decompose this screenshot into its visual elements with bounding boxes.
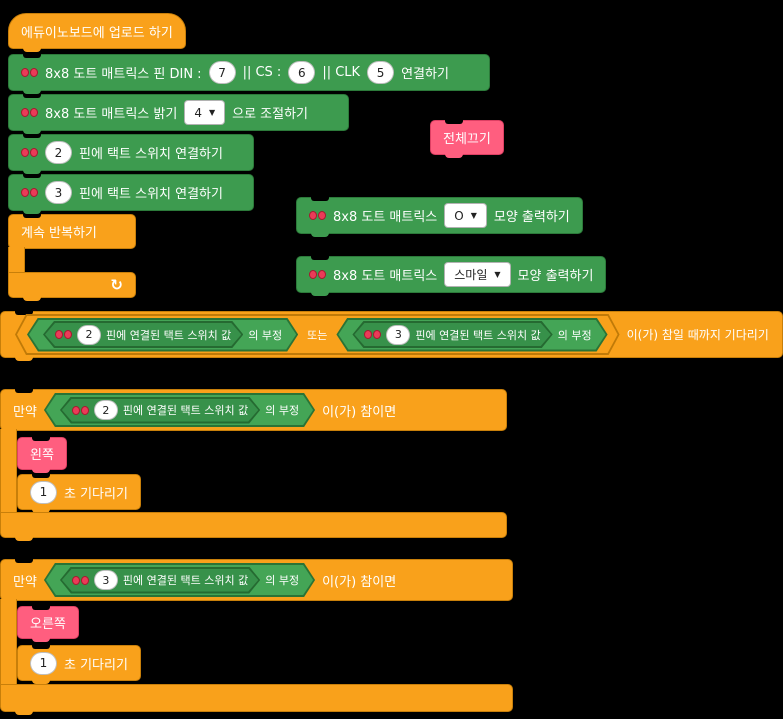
wait-seconds-block[interactable]: 1 초 기다리기 [17,645,141,684]
switch-pin-input[interactable]: 3 [45,181,72,204]
not-block[interactable]: 3 핀에 연결된 택트 스위치 값 의 부정 [336,318,607,352]
matrix-pin-label-4: 연결하기 [401,67,449,82]
if-block-2-footer[interactable] [0,684,513,715]
direction-block-right[interactable]: 오른쪽 [17,606,79,642]
matrix-extension-icon [21,108,38,117]
upload-hat-block[interactable]: 에듀이노보드에 업로드 하기 [8,13,186,52]
wait-seconds-label: 초 기다리기 [64,486,128,502]
switch-extension-icon [21,188,38,197]
if-label: 만약 [13,574,37,590]
switch-connect-label: 핀에 택트 스위치 연결하기 [79,147,223,162]
shape-label-2: 모양 출력하기 [517,269,594,284]
pin-input[interactable]: 3 [386,325,410,345]
not-block[interactable]: 2 핀에 연결된 택트 스위치 값 의 부정 [27,318,298,352]
matrix-brightness-block[interactable]: 8x8 도트 매트릭스 밝기 4 ▼ 으로 조절하기 [8,94,349,134]
pin-input[interactable]: 2 [94,400,118,420]
wait-until-label: 이(가) 참일 때까지 기다리기 [626,328,769,342]
if-block-1-spine [0,429,17,515]
upload-hat-label: 에듀이노보드에 업로드 하기 [21,25,173,41]
direction-label: 왼쪽 [30,448,54,463]
shape-value: 스마일 [454,268,488,282]
switch-value-block[interactable]: 3 핀에 연결된 택트 스위치 값 [352,321,552,348]
not-label: 의 부정 [248,328,283,342]
forever-loop-spine [8,247,25,274]
direction-block-left[interactable]: 왼쪽 [17,437,67,473]
switch-extension-icon [72,406,89,415]
matrix-shape-block-smile[interactable]: 8x8 도트 매트릭스 스마일 ▼ 모양 출력하기 [296,256,607,296]
switch-extension-icon [55,330,72,339]
dropdown-arrow-icon: ▼ [494,269,501,279]
wait-seconds-block[interactable]: 1 초 기다리기 [17,474,141,513]
shape-value: O [454,208,464,223]
pin-input[interactable]: 3 [94,570,118,590]
matrix-extension-icon [21,68,38,77]
seconds-input[interactable]: 1 [30,651,57,675]
if-block-2-header[interactable]: 만약 3 핀에 연결된 택트 스위치 값 의 부정 이(가) 참이면 [0,559,513,601]
switch-value-label: 핀에 연결된 택트 스위치 값 [415,328,541,342]
if-block-1-header[interactable]: 만약 2 핀에 연결된 택트 스위치 값 의 부정 이(가) 참이면 [0,389,507,431]
all-off-label: 전체끄기 [443,132,491,147]
forever-loop-block[interactable]: 계속 반복하기 [8,214,136,249]
brightness-label-1: 8x8 도트 매트릭스 밝기 [45,107,178,122]
switch-connect-block-2[interactable]: 2 핀에 택트 스위치 연결하기 [8,134,254,174]
clk-pin-input[interactable]: 5 [367,61,395,84]
switch-connect-block-3[interactable]: 3 핀에 택트 스위치 연결하기 [8,174,254,214]
if-label: 만약 [13,404,37,420]
matrix-shape-block-o[interactable]: 8x8 도트 매트릭스 O ▼ 모양 출력하기 [296,197,583,237]
switch-value-block[interactable]: 2 핀에 연결된 택트 스위치 값 [60,397,260,424]
shape-label-2: 모양 출력하기 [493,210,570,225]
if-then-label: 이(가) 참이면 [322,404,397,420]
brightness-value: 4 [194,105,202,120]
shape-label-1: 8x8 도트 매트릭스 [333,269,438,284]
seconds-input[interactable]: 1 [30,480,57,504]
switch-value-block[interactable]: 3 핀에 연결된 택트 스위치 값 [60,567,260,594]
not-label: 의 부정 [557,328,592,342]
matrix-extension-icon [309,270,326,279]
switch-value-block[interactable]: 2 핀에 연결된 택트 스위치 값 [43,321,243,348]
not-block[interactable]: 3 핀에 연결된 택트 스위치 값 의 부정 [44,563,315,597]
not-label: 의 부정 [265,574,300,587]
switch-extension-icon [21,148,38,157]
pin-input[interactable]: 2 [77,325,101,345]
switch-extension-icon [364,330,381,339]
dropdown-arrow-icon: ▼ [470,210,477,220]
switch-value-label: 핀에 연결된 택트 스위치 값 [122,404,249,417]
not-label: 의 부정 [265,404,300,417]
forever-loop-footer[interactable]: ↻ [8,272,136,301]
switch-value-label: 핀에 연결된 택트 스위치 값 [106,328,232,342]
all-off-block[interactable]: 전체끄기 [430,120,504,158]
dropdown-arrow-icon: ▼ [208,107,216,117]
switch-value-label: 핀에 연결된 택트 스위치 값 [122,574,249,587]
matrix-pin-connect-block[interactable]: 8x8 도트 매트릭스 핀 DIN : 7 || CS : 6 || CLK 5… [8,54,490,94]
if-block-2-spine [0,599,17,687]
shape-dropdown[interactable]: 스마일 ▼ [444,262,511,287]
switch-extension-icon [72,576,89,585]
if-block-1-footer[interactable] [0,512,507,541]
direction-label: 오른쪽 [30,617,66,632]
or-label: 또는 [307,328,328,342]
matrix-extension-icon [309,211,326,220]
switch-pin-input[interactable]: 2 [45,141,72,164]
loop-arrow-icon: ↻ [110,276,123,294]
switch-connect-label: 핀에 택트 스위치 연결하기 [79,187,223,202]
wait-seconds-label: 초 기다리기 [64,657,128,673]
shape-dropdown[interactable]: O ▼ [444,203,487,228]
not-block[interactable]: 2 핀에 연결된 택트 스위치 값 의 부정 [44,393,315,427]
or-block[interactable]: 2 핀에 연결된 택트 스위치 값 의 부정 또는 3 [15,314,620,355]
forever-loop-label: 계속 반복하기 [21,226,97,241]
shape-label-1: 8x8 도트 매트릭스 [333,210,438,225]
matrix-pin-label-2: || CS : [242,65,282,80]
matrix-pin-label-1: 8x8 도트 매트릭스 핀 DIN : [45,67,202,82]
if-then-label: 이(가) 참이면 [322,574,397,590]
brightness-label-2: 으로 조절하기 [232,107,309,122]
wait-until-block[interactable]: 2 핀에 연결된 택트 스위치 값 의 부정 또는 3 [0,311,783,361]
matrix-pin-label-3: || CLK [322,65,361,80]
cs-pin-input[interactable]: 6 [288,61,316,84]
din-pin-input[interactable]: 7 [208,61,236,84]
brightness-dropdown[interactable]: 4 ▼ [184,100,226,125]
